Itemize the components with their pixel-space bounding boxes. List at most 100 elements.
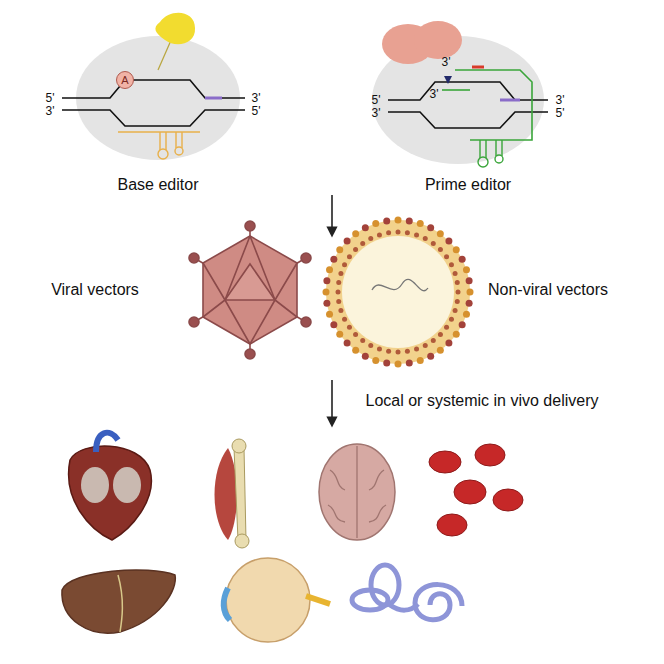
- lipid-head: [444, 325, 449, 330]
- lipid-head: [368, 343, 373, 348]
- lipid-head: [449, 317, 454, 322]
- lipid-head: [386, 230, 391, 235]
- lipid-head: [414, 232, 419, 237]
- lipid-head: [347, 325, 352, 330]
- lipid-head: [437, 347, 444, 354]
- lipid-head: [455, 280, 460, 285]
- lipid-head: [353, 332, 358, 337]
- lipid-head: [438, 247, 443, 252]
- lipid-head: [372, 357, 379, 364]
- prime-editor-figure: [372, 21, 548, 167]
- lipid-nanoparticle-icon: [323, 217, 474, 368]
- lipid-head: [395, 361, 402, 368]
- strand-end-label: 3': [46, 104, 55, 118]
- strand-end-label: 3': [442, 55, 451, 69]
- lipid-head: [338, 308, 343, 313]
- lipid-head: [463, 311, 470, 318]
- brain-icon: [319, 444, 395, 540]
- lipid-head: [405, 230, 410, 235]
- adenine-circle: A: [116, 71, 134, 89]
- lipid-head: [445, 238, 452, 245]
- muscle-bone-icon: [215, 439, 250, 548]
- lipid-head: [427, 224, 434, 231]
- caption-label: Viral vectors: [51, 281, 139, 299]
- lipid-head: [344, 238, 351, 245]
- eye-icon: [224, 558, 330, 642]
- lipid-head: [326, 266, 333, 273]
- lipid-head: [406, 217, 413, 224]
- lipid-head: [368, 236, 373, 241]
- lipid-head: [360, 338, 365, 343]
- lipid-head: [396, 350, 401, 355]
- lipid-head: [326, 311, 333, 318]
- lipid-head: [352, 230, 359, 237]
- caption-label: Base editor: [118, 176, 199, 194]
- lipid-head: [453, 308, 458, 313]
- flow-arrow: [331, 195, 333, 232]
- viral-vector-icon: [189, 221, 311, 359]
- liver-icon: [62, 570, 175, 633]
- strand-end-label: 5': [372, 93, 381, 107]
- lipid-head: [395, 217, 402, 224]
- lipid-head: [445, 339, 452, 346]
- lipid-head: [414, 347, 419, 352]
- strand-end-label: 5': [46, 91, 55, 105]
- strand-end-label: 3': [252, 91, 261, 105]
- lipid-head: [459, 321, 466, 328]
- lipid-head: [377, 232, 382, 237]
- lipid-head: [396, 230, 401, 235]
- lipid-head: [444, 254, 449, 259]
- lipid-head: [437, 230, 444, 237]
- lipid-head: [431, 241, 436, 246]
- lipid-head: [336, 331, 343, 338]
- lipid-head: [330, 321, 337, 328]
- lipid-head: [417, 357, 424, 364]
- lipid-head: [362, 224, 369, 231]
- lipid-head: [336, 299, 341, 304]
- lipid-head: [360, 241, 365, 246]
- lipid-head: [466, 277, 473, 284]
- lipid-head: [449, 262, 454, 267]
- lipid-head: [323, 289, 330, 296]
- lipid-head: [431, 338, 436, 343]
- caption-label: Local or systemic in vivo delivery: [366, 392, 599, 410]
- lipid-head: [336, 290, 341, 295]
- lipid-head: [342, 317, 347, 322]
- lipid-head: [453, 271, 458, 276]
- lipid-head: [463, 266, 470, 273]
- lipid-head: [459, 256, 466, 263]
- lipid-head: [455, 299, 460, 304]
- lipid-head: [372, 220, 379, 227]
- lipid-head: [453, 246, 460, 253]
- lipid-head: [338, 271, 343, 276]
- lipid-head: [383, 217, 390, 224]
- lipid-head: [330, 256, 337, 263]
- lipid-head: [344, 339, 351, 346]
- lipid-head: [453, 331, 460, 338]
- lipid-head: [423, 343, 428, 348]
- lipid-head: [386, 349, 391, 354]
- lipid-head: [456, 290, 461, 295]
- lipid-head: [405, 349, 410, 354]
- strand-end-label: 3': [430, 87, 439, 101]
- lipid-head: [438, 332, 443, 337]
- lipid-head: [406, 360, 413, 367]
- caption-label: Prime editor: [425, 176, 511, 194]
- strand-end-label: 5': [252, 104, 261, 118]
- lipid-head: [466, 300, 473, 307]
- lipid-head: [347, 254, 352, 259]
- lipid-head: [342, 262, 347, 267]
- red-blood-cells-icon: [429, 444, 523, 536]
- lipid-head: [383, 360, 390, 367]
- lipid-head: [353, 247, 358, 252]
- base-letter: A: [121, 74, 128, 86]
- lipid-head: [323, 300, 330, 307]
- lipid-head: [467, 289, 474, 296]
- strand-end-label: 3': [372, 106, 381, 120]
- inner-ear-icon: [352, 565, 462, 620]
- lipid-head: [377, 347, 382, 352]
- lipid-head: [336, 246, 343, 253]
- strand-end-label: 5': [556, 106, 565, 120]
- base-editor-figure: [62, 13, 245, 160]
- lipid-head: [352, 347, 359, 354]
